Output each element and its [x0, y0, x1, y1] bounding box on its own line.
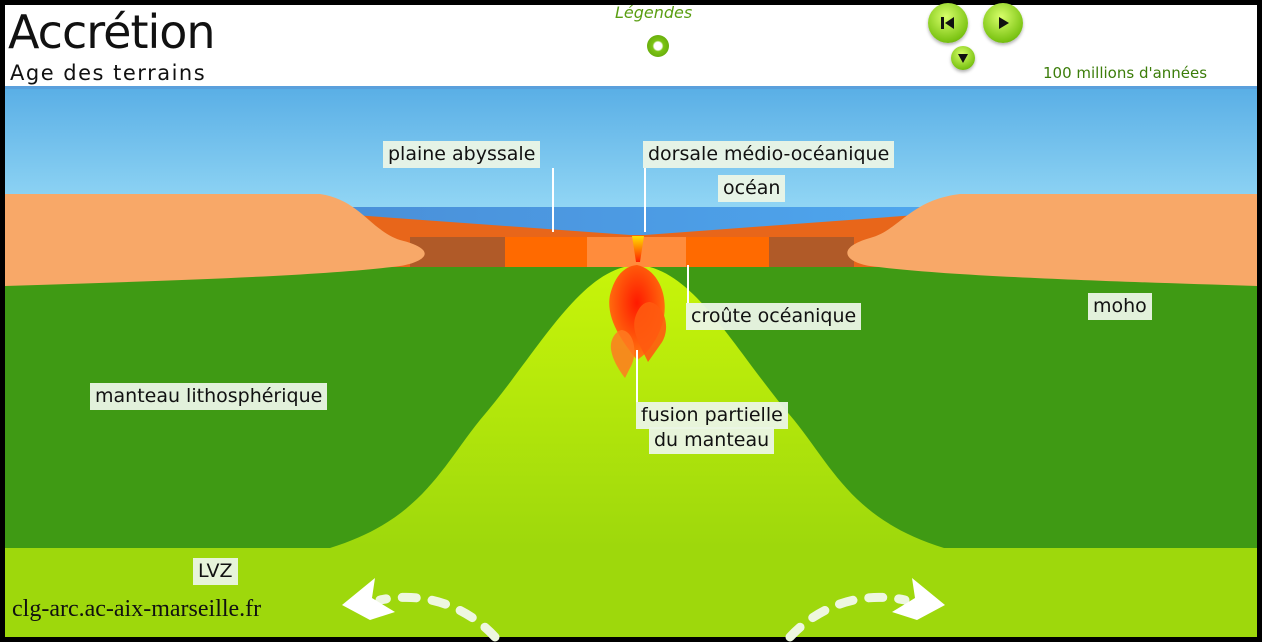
- label-plaine-abyssale: plaine abyssale: [383, 141, 541, 168]
- magma-droplet: [610, 330, 635, 378]
- play-button[interactable]: [983, 3, 1023, 43]
- watermark: clg-arc.ac-aix-marseille.fr: [12, 596, 262, 622]
- continent-left: [5, 194, 425, 286]
- timeline-scale-label: 100 millions d'années: [1040, 64, 1211, 82]
- label-croute: croûte océanique: [686, 303, 862, 330]
- label-dorsale: dorsale médio-océanique: [643, 141, 895, 168]
- label-ocean: océan: [718, 175, 786, 202]
- play-icon: [999, 17, 1009, 29]
- mid-crust-left: [505, 237, 587, 267]
- label-manteau: manteau lithosphérique: [90, 383, 328, 410]
- legend-toggle-label[interactable]: Légendes: [615, 3, 693, 22]
- convection-arrows: [375, 592, 910, 642]
- leader-lines: [552, 168, 689, 402]
- continent-right: [847, 194, 1257, 286]
- ridge-vent: [632, 236, 644, 262]
- header-divider: [5, 86, 1257, 89]
- skip-back-icon: [941, 17, 954, 29]
- rewind-button[interactable]: [928, 3, 968, 43]
- legend-toggle-button[interactable]: [647, 35, 669, 57]
- magma-droplet: [634, 302, 667, 362]
- cursor-down-icon: [958, 54, 968, 63]
- label-fusion-line1: fusion partielle: [636, 402, 788, 429]
- mid-crust-right: [686, 237, 769, 267]
- page-title: Accrétion: [8, 5, 216, 59]
- label-moho: moho: [1088, 293, 1152, 320]
- page-subtitle: Age des terrains: [10, 61, 207, 85]
- label-fusion-line2: du manteau: [649, 427, 775, 454]
- arrow-left-icon: [342, 578, 395, 620]
- old-crust-left: [410, 237, 505, 267]
- timeline-cursor[interactable]: [951, 46, 975, 70]
- arrow-right-icon: [892, 578, 945, 620]
- label-lvz: LVZ: [193, 558, 238, 585]
- old-crust-right: [769, 237, 854, 267]
